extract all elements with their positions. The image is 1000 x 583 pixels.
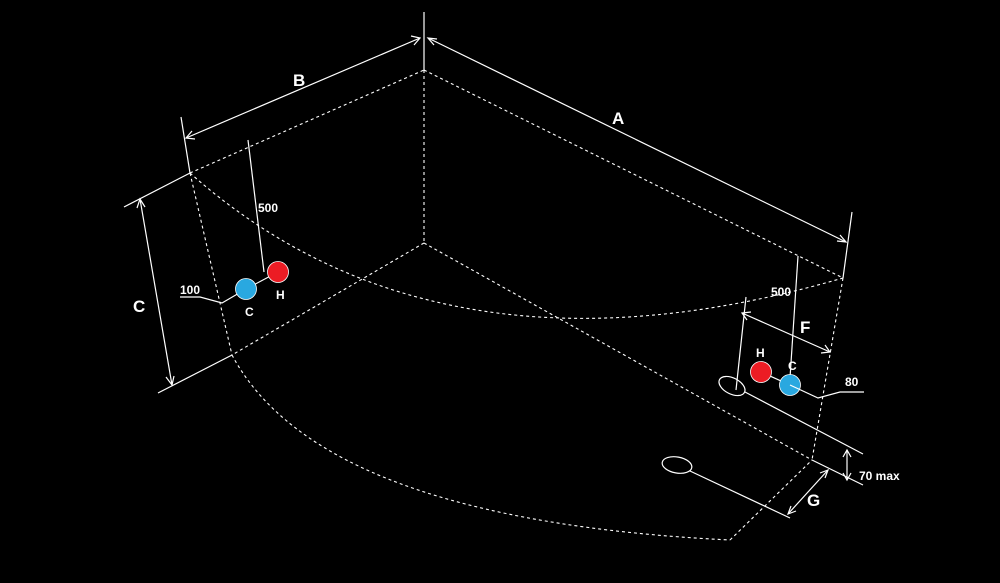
right-pipes: H C 80 [750, 346, 864, 399]
dimension-f-arrow-end [820, 344, 832, 354]
dimension-g-arrow-end [819, 468, 830, 479]
dimension-c-arrow-start [136, 197, 146, 209]
left-hot-pipe [267, 261, 289, 283]
outline-bottom-right-edge [423, 242, 813, 461]
dimension-a-arrow-end [836, 234, 848, 243]
left-500-line [247, 139, 265, 273]
right-500-line [789, 255, 799, 379]
outline-right-wall [811, 277, 844, 461]
drain-hole-leader [689, 470, 791, 519]
left-500-label: 500 [258, 201, 278, 215]
left-pipes: H C [235, 261, 289, 319]
dimension-g: G [786, 468, 830, 516]
dimension-g-label: G [807, 491, 820, 510]
dimension-f: F [735, 296, 832, 391]
dimension-c-line [139, 198, 173, 386]
outline-bottom-front-arc [231, 354, 731, 541]
dimension-b: B [180, 12, 425, 174]
dimension-b-line [185, 37, 421, 139]
bathtub-outline [189, 69, 844, 541]
dimension-a-arrow-start [426, 37, 438, 46]
drain-holes [661, 375, 864, 519]
overflow-hole-leader [744, 391, 864, 455]
right-500-dimension: 500 [771, 255, 799, 379]
dimension-f-arrow-start [740, 311, 752, 321]
dimension-70-arrow-end [842, 472, 852, 482]
left-100-label: 100 [180, 283, 200, 297]
right-cold-label: C [788, 359, 797, 373]
dimension-c-extension-top [123, 172, 191, 208]
dimension-b-arrow-start [184, 130, 196, 140]
dimension-c-extension-bottom [157, 354, 233, 394]
dimension-a-label: A [612, 109, 624, 128]
outline-front-bottom-edge [729, 459, 813, 541]
dimension-c-label: C [133, 297, 145, 316]
outline-top-right-edge [423, 69, 844, 279]
dimension-b-arrow-end [410, 35, 422, 46]
dimension-f-line [741, 312, 831, 353]
right-hot-label: H [756, 346, 765, 360]
dimension-g-arrow-start [786, 505, 797, 516]
outline-top-front-arc [189, 172, 844, 319]
dimension-f-label: F [800, 318, 810, 337]
dimension-c-arrow-end [165, 375, 175, 387]
dimension-f-extension-left [735, 296, 747, 391]
dimension-g-line [787, 469, 829, 515]
right-hot-pipe [750, 361, 772, 383]
dimension-c: C [123, 172, 233, 394]
dimension-70-label: 70 max [859, 469, 900, 483]
right-80-leader [789, 384, 864, 399]
left-pipe-dimensions: 500 100 [180, 139, 278, 304]
drain-hole [661, 456, 693, 474]
right-80-label: 80 [845, 375, 859, 389]
left-hot-label: H [276, 288, 285, 302]
dimension-b-label: B [293, 71, 305, 90]
left-100-leader [180, 288, 247, 304]
dimension-70-max: 70 max [811, 448, 900, 486]
dimension-a-extension-right [842, 211, 853, 279]
dimension-b-extension-left [180, 116, 191, 174]
dimension-70-extension [811, 459, 864, 486]
right-500-label: 500 [771, 285, 791, 299]
dimension-70-arrow-start [842, 448, 852, 458]
outline-top-left-edge [189, 69, 425, 174]
dimension-a: A [426, 37, 853, 279]
outline-bottom-left-edge [231, 242, 425, 356]
left-cold-pipe [235, 278, 257, 300]
dimension-a-line [427, 37, 847, 243]
left-cold-label: C [245, 305, 254, 319]
outline-left-wall [189, 172, 233, 356]
overflow-hole [718, 375, 746, 397]
